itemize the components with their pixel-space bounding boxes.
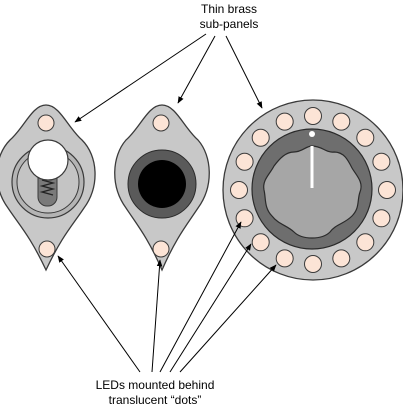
lamp-lens[interactable]: [27, 139, 69, 181]
led-dot: [152, 114, 170, 132]
arrow-to-ring-led-3: [179, 264, 277, 373]
annotation-top-line2: sub-panels: [199, 17, 259, 31]
annotation-bottom: LEDs mounted behind translucent “dots”: [80, 378, 230, 408]
led-dot: [304, 107, 322, 125]
knob-index-dot: [309, 131, 315, 137]
led-dot: [235, 152, 254, 171]
spring-icon: [39, 179, 56, 196]
knob-body[interactable]: [263, 145, 362, 239]
arrow-to-ring-led-1: [159, 221, 242, 373]
led-dot: [378, 181, 396, 199]
annotation-bottom-line2: translucent “dots”: [108, 393, 202, 407]
socket-hole[interactable]: [138, 160, 186, 208]
callout-arrows-bottom: [57, 221, 277, 373]
led-dot: [235, 209, 254, 228]
arrow-to-socket-led: [151, 259, 163, 373]
led-dot: [372, 152, 391, 171]
led-dot: [372, 209, 391, 228]
led-dot: [38, 240, 56, 258]
led-dot: [356, 233, 375, 252]
led-dot: [251, 128, 270, 147]
toggle-panel: [0, 104, 96, 272]
annotation-top-line1: Thin brass: [200, 2, 258, 16]
led-dot: [275, 112, 294, 131]
led-dot: [332, 112, 351, 131]
arrow-to-knob-panel: [225, 35, 263, 109]
led-dot: [152, 240, 170, 258]
led-dot: [304, 255, 322, 273]
callout-arrows-top: [74, 33, 263, 123]
annotation-top: Thin brass sub-panels: [184, 2, 274, 32]
led-dot: [251, 233, 270, 252]
led-ring: [230, 107, 396, 273]
knob-panel: [222, 99, 403, 281]
arrow-to-toggle-led: [57, 255, 141, 373]
annotation-bottom-line1: LEDs mounted behind: [95, 378, 215, 392]
arrow-to-socket-panel: [177, 35, 216, 104]
led-dot: [37, 114, 55, 132]
led-dot: [332, 249, 351, 268]
socket-panel: [114, 104, 210, 272]
led-dot: [356, 128, 375, 147]
arrow-to-ring-led-2: [169, 243, 252, 373]
led-dot: [230, 181, 248, 199]
arrow-to-toggle-panel: [74, 33, 207, 123]
led-dot: [275, 249, 294, 268]
